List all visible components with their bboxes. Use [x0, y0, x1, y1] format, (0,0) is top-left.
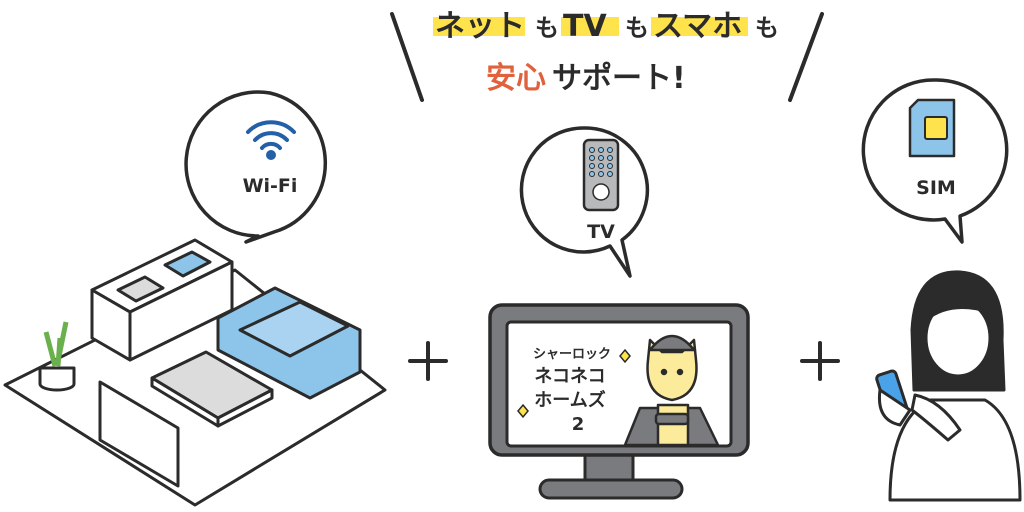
headline-support: サポート! — [552, 61, 686, 96]
kitchen-counter — [90, 238, 234, 362]
right-slash — [788, 12, 824, 102]
tv-board — [98, 380, 180, 488]
living-room-illustration — [3, 238, 387, 507]
left-slash — [390, 12, 424, 102]
remote-control-icon — [582, 138, 620, 212]
tv-show-title: シャーロック ネコネコ ホームズ 2 — [533, 347, 611, 435]
headline-slashes — [390, 12, 824, 102]
headline-mo-1: も — [535, 14, 559, 42]
television: シャーロック ネコネコ ホームズ 2 — [488, 303, 750, 500]
plus-icon-right — [800, 341, 840, 381]
headline-mo-2: も — [625, 14, 649, 42]
headline-anshin: 安心 — [486, 61, 546, 96]
tv-show-line4: 2 — [572, 414, 585, 435]
headline-smaho: スマホ — [653, 9, 742, 44]
wifi-label: Wi-Fi — [243, 175, 298, 197]
plus-signs — [408, 341, 840, 381]
detective-cat — [623, 334, 720, 447]
potted-plant — [38, 321, 76, 392]
tv-label: TV — [587, 221, 615, 243]
tv-show-line2: ネコネコ — [534, 366, 605, 387]
wifi-icon — [246, 120, 296, 160]
sofa — [216, 286, 362, 400]
coffee-table — [150, 350, 274, 428]
tv-bubble: TV — [519, 126, 650, 278]
sim-bubble: SIM — [861, 78, 1009, 244]
sparkle-icons — [517, 348, 631, 419]
plus-icon-left — [408, 341, 448, 381]
headline-highlights — [433, 17, 748, 36]
wifi-bubble: Wi-Fi — [184, 90, 328, 244]
woman-with-smartphone — [875, 270, 1022, 502]
sim-label: SIM — [916, 177, 956, 199]
headline: ネット も TV も スマホ も 安心 サポート! — [435, 9, 779, 96]
tv-show-line3: ホームズ — [534, 389, 605, 411]
headline-mo-3: も — [755, 14, 779, 42]
headline-net: ネット — [435, 9, 525, 44]
sim-card-icon — [908, 98, 956, 158]
tv-show-line1: シャーロック — [533, 347, 611, 362]
headline-tv: TV — [563, 9, 607, 44]
